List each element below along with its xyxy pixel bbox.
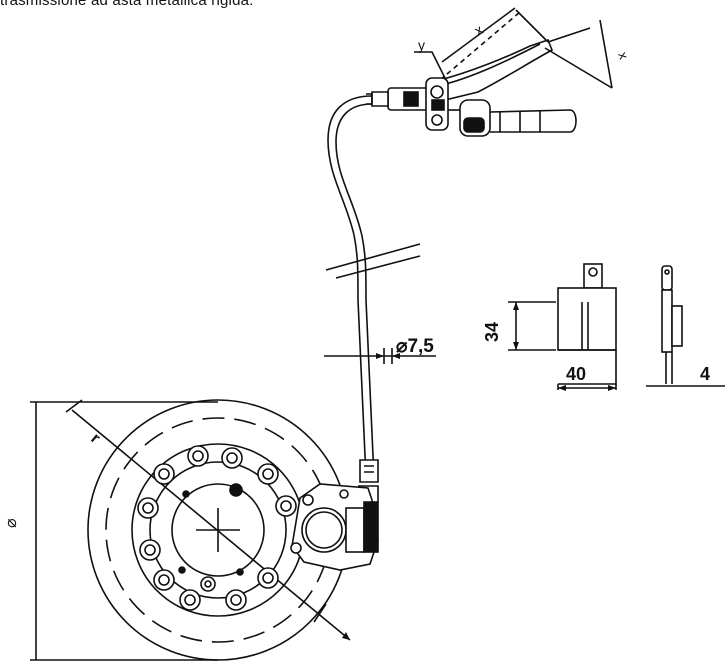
label-disc-radius: r [87, 430, 103, 447]
label-y: y [418, 37, 425, 53]
brake-caliper [290, 483, 379, 571]
disc-bolts [137, 445, 297, 611]
brake-pad-front-view [508, 263, 617, 390]
label-pad-width: 40 [566, 364, 586, 384]
brake-lever-assembly [366, 7, 613, 137]
label-x-top: x [472, 21, 486, 38]
brake-pad-side-view [646, 265, 725, 387]
label-x-angle: x [615, 50, 631, 62]
disc-diameter-dimension [30, 401, 218, 661]
label-pad-thickness: 4 [700, 364, 710, 384]
label-pad-height: 34 [482, 322, 502, 342]
label-disc-diameter: ⌀ [3, 518, 20, 528]
dimension-arrows [342, 302, 616, 640]
brake-disc [65, 399, 351, 661]
caption-text: trasmissione ad asta metallica rigida. [0, 0, 254, 9]
label-hose-diameter: ⌀7,5 [396, 336, 434, 357]
brake-hose [325, 95, 421, 483]
